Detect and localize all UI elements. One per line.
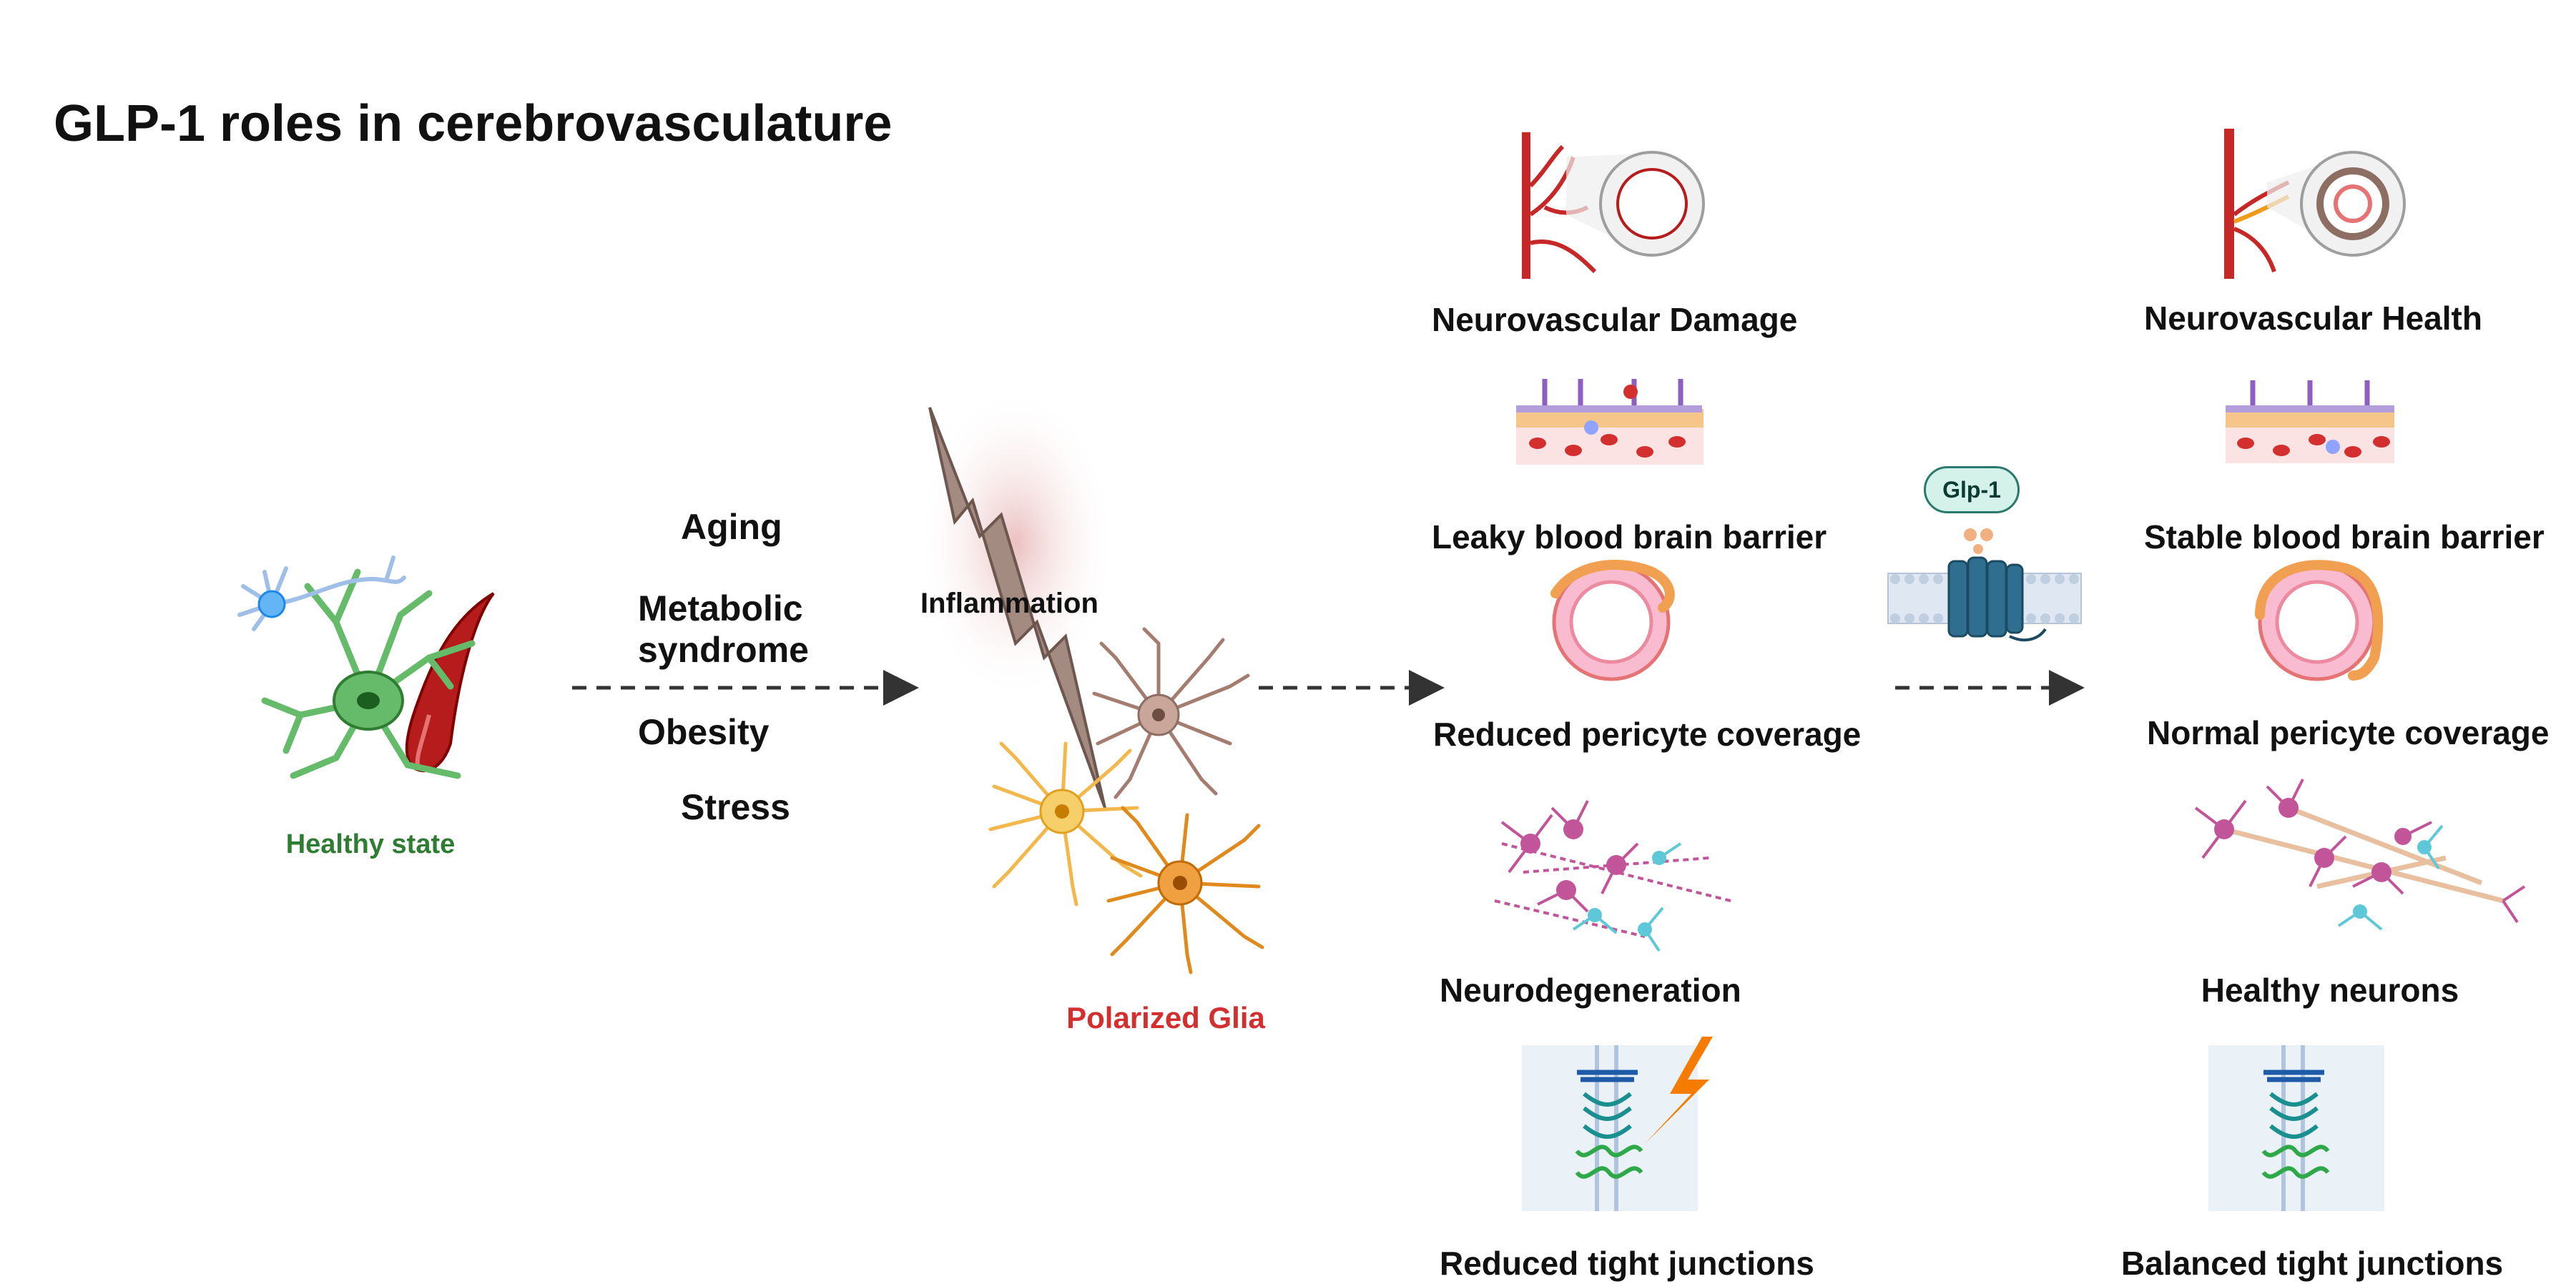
- normal-pericyte-icon: [2255, 560, 2384, 681]
- factor-stress: Stress: [681, 787, 790, 827]
- leaky-bbb-icon: [1516, 379, 1704, 465]
- outcome-healthy-neurons: Healthy neurons: [2201, 972, 2459, 1009]
- inflammation-label: Inflammation: [920, 588, 1098, 619]
- glp1-receptor-badge: Glp-1: [1924, 466, 2020, 513]
- polarized-glia-illustration: [988, 627, 1264, 974]
- outcome-reduced-pericyte: Reduced pericyte coverage: [1433, 716, 1862, 753]
- factor-metabolic: Metabolic: [638, 588, 803, 628]
- reduced-pericyte-icon: [1550, 560, 1675, 681]
- neurovascular-health-icon: [2224, 129, 2406, 279]
- outcome-stable-bbb: Stable blood brain barrier: [2144, 518, 2545, 555]
- reduced-tight-junctions-icon: [1522, 1037, 1713, 1211]
- factor-syndrome: syndrome: [638, 630, 809, 670]
- stable-bbb-icon: [2226, 380, 2394, 463]
- neurodegeneration-icon: [1494, 800, 1731, 952]
- outcome-balanced-tight-junctions: Balanced tight junctions: [2121, 1245, 2504, 1282]
- outcome-normal-pericyte: Normal pericyte coverage: [2147, 714, 2550, 751]
- glp1-receptor-illustration: [1887, 528, 2082, 642]
- outcome-reduced-tight-junctions: Reduced tight junctions: [1440, 1245, 1814, 1282]
- outcome-neurovascular-health: Neurovascular Health: [2144, 300, 2482, 337]
- outcome-neurodegeneration: Neurodegeneration: [1440, 972, 1741, 1009]
- factor-obesity: Obesity: [638, 712, 770, 752]
- outcome-neurovascular-damage: Neurovascular Damage: [1432, 301, 1798, 338]
- healthy-state-label: Healthy state: [285, 829, 456, 859]
- factor-aging: Aging: [681, 507, 782, 547]
- balanced-tight-junctions-icon: [2208, 1045, 2384, 1211]
- outcome-leaky-bbb: Leaky blood brain barrier: [1432, 518, 1827, 555]
- polarized-glia-label: Polarized Glia: [1066, 1001, 1265, 1034]
- neurovascular-damage-icon: [1522, 132, 1705, 279]
- healthy-neurons-icon: [2194, 779, 2526, 931]
- diagram-title: GLP-1 roles in cerebrovasculature: [54, 95, 893, 152]
- healthy-state-illustration: [237, 555, 495, 779]
